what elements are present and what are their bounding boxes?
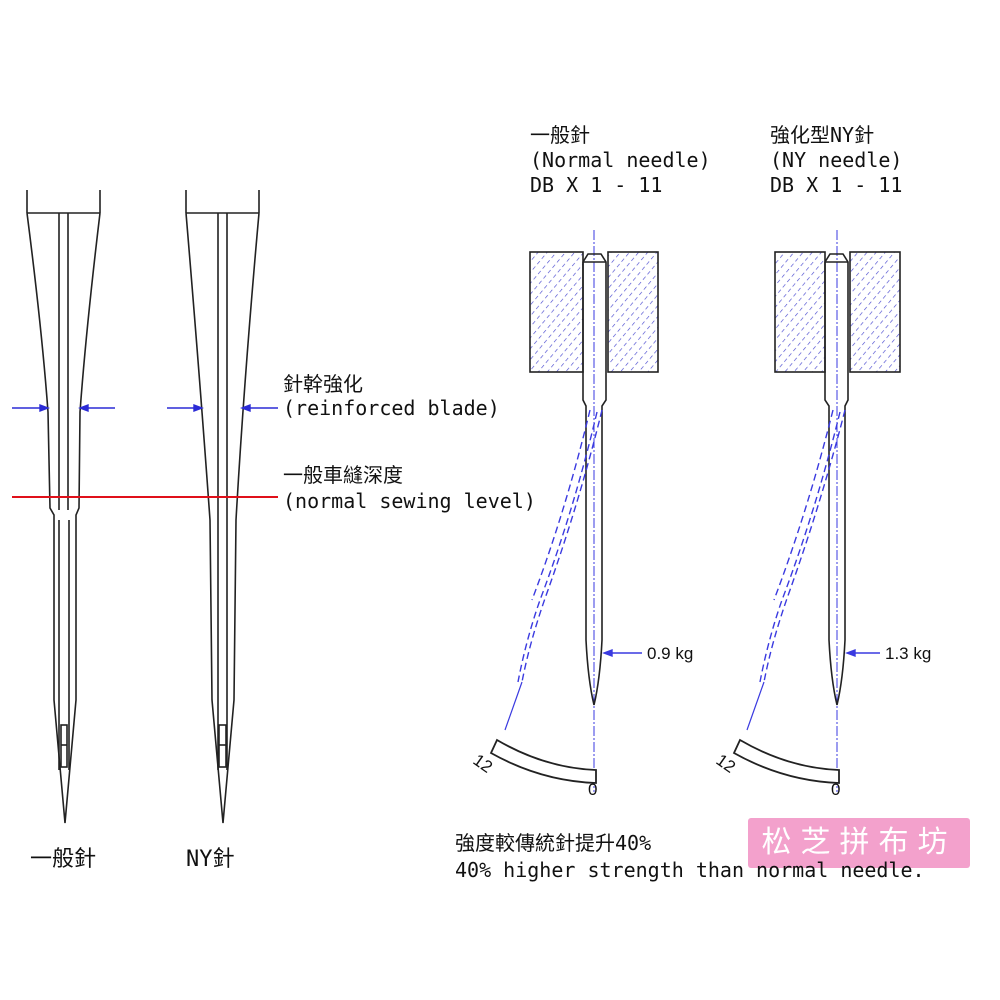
- normal-needle-title-en: (Normal needle): [530, 148, 711, 172]
- normal-needle-test-rig: [489, 230, 659, 792]
- reinforced-blade-arrows: [12, 403, 278, 413]
- ny-needle-label: NY針: [186, 847, 235, 872]
- ny-scale-min: 0: [831, 780, 841, 799]
- normal-scale-min: 0: [588, 780, 598, 799]
- normal-needle-force: 0.9 kg: [647, 644, 694, 663]
- ny-needle-model: DB X 1 - 11: [770, 173, 903, 197]
- normal-needle-title-zh: 一般針: [530, 123, 590, 147]
- level-annotation-en: (normal sewing level): [283, 489, 536, 513]
- normal-needle-profile: [26, 190, 101, 824]
- blade-annotation-en: (reinforced blade): [283, 396, 500, 420]
- level-annotation-zh: 一般車縫深度: [283, 463, 403, 487]
- ny-needle-profile: [185, 190, 260, 824]
- ny-needle-title-zh: 強化型NY針: [770, 123, 875, 147]
- ny-needle-title-en: (NY needle): [770, 148, 903, 172]
- summary-zh: 強度較傳統針提升40%: [455, 831, 652, 855]
- ny-needle-test-rig: [732, 230, 901, 792]
- ny-needle-force: 1.3 kg: [885, 644, 932, 663]
- normal-needle-label: 一般針: [30, 847, 97, 872]
- summary-en: 40% higher strength than normal needle.: [455, 858, 925, 882]
- blade-annotation-zh: 針幹強化: [283, 372, 363, 396]
- shop-watermark: 松芝拼布坊: [748, 818, 970, 868]
- normal-needle-model: DB X 1 - 11: [530, 173, 663, 197]
